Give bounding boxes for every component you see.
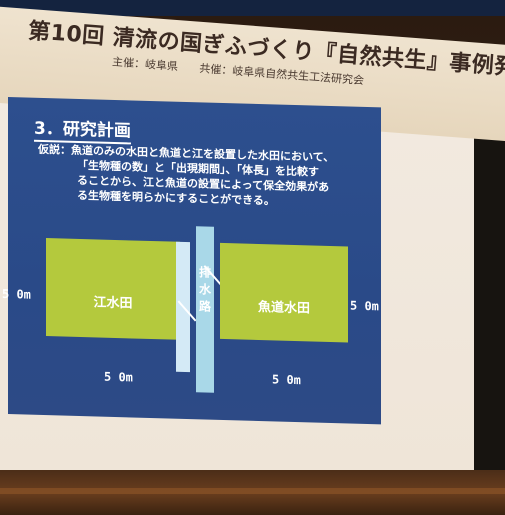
e-paddy-field: 江水田 [46,238,180,340]
drainage-channel: 排 水 路 [196,226,214,393]
left-height-dim: 5 0m [2,286,31,302]
screen-shadow [474,84,505,484]
drainage-char: 路 [198,299,211,314]
right-height-dim: 5 0m [350,298,379,314]
right-width-dim: 5 0m [272,372,301,388]
presentation-slide: 3．研究計画 仮説：魚道のみの水田と魚道と江を設置した水田において、 「生物種の… [2,97,381,425]
hypothesis-text: 仮説：魚道のみの水田と魚道と江を設置した水田において、 「生物種の数」と「出現期… [38,142,378,211]
stage-edge [0,488,505,494]
drainage-char: 水 [198,282,211,297]
banner-organizer: 主催：岐阜県 [111,55,179,74]
e-paddy-label: 江水田 [93,295,133,312]
fishway-paddy-label: 魚道水田 [257,299,310,317]
left-width-dim: 5 0m [104,369,133,385]
fishway-paddy-field: 魚道水田 [220,242,348,343]
top-edge [0,0,505,16]
slide-heading: 3．研究計画 [34,113,131,145]
